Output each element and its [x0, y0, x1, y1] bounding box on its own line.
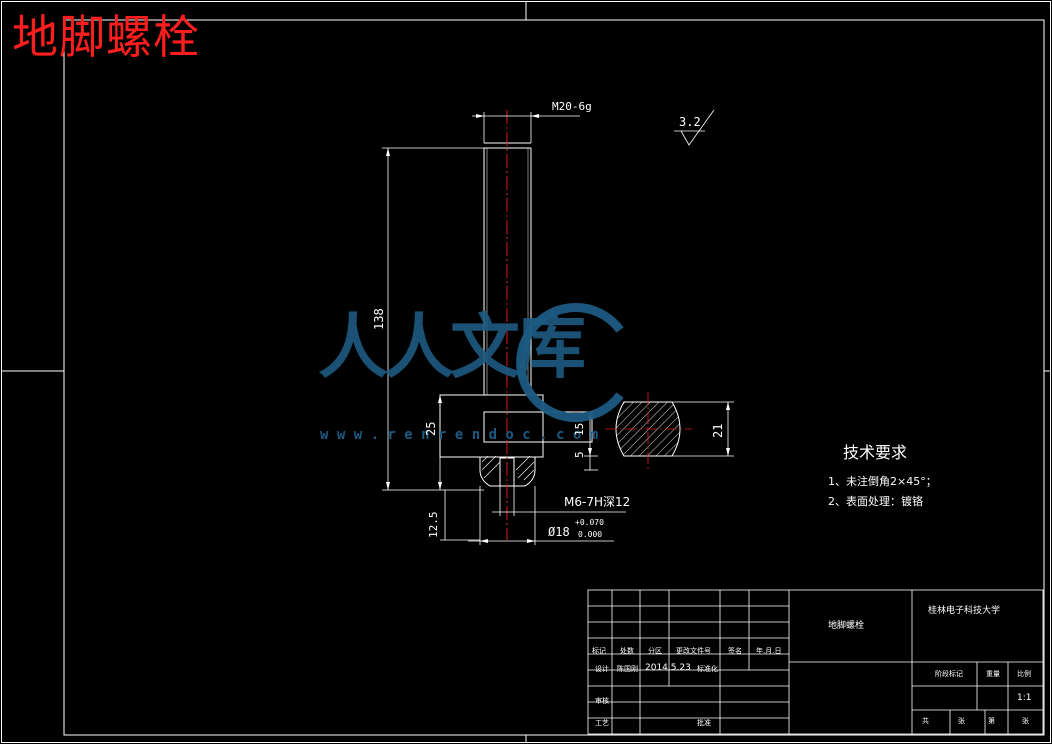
tb-label-count: 处数 [620, 647, 634, 655]
tb-review-label: 审核 [595, 697, 609, 705]
tb-label-sign: 签名 [728, 647, 742, 655]
dim-length-total: 138 [372, 308, 386, 330]
dimension-arrows [386, 114, 730, 543]
dim-thread: M20-6g [552, 100, 592, 113]
dim-roughness: 3.2 [679, 115, 701, 129]
tb-sheet-unit-2: 张 [1022, 717, 1029, 725]
dim-inner-thread: M6-7H深12 [564, 495, 631, 509]
tb-date: 2014.5.23 [645, 663, 691, 673]
tb-sheet-unit-1: 张 [958, 717, 965, 725]
tb-scale-label: 比例 [1017, 670, 1031, 678]
drawing-title: 地脚螺栓 [12, 10, 200, 64]
tb-designer-label: 设计 [595, 665, 609, 673]
watermark-url: w w w . r e n r e n d o c . c o m [320, 427, 599, 443]
tb-designer: 陈国刚 [617, 665, 638, 673]
tb-school: 桂林电子科技大学 [928, 606, 1001, 616]
dim-12-5: 12.5 [427, 511, 440, 539]
tb-label-date: 年.月.日 [756, 647, 782, 655]
dim-tol-lower: 0.000 [578, 530, 603, 539]
tb-part-name: 地脚螺栓 [828, 621, 865, 631]
tb-sheet-total: 共 [922, 717, 929, 725]
watermark-logo [516, 303, 624, 422]
tb-label-zone: 分区 [648, 647, 662, 655]
dim-tol-upper: +0.070 [575, 518, 604, 527]
tb-approve-label: 批准 [697, 719, 711, 727]
tb-stage-label: 阶段标记 [935, 670, 963, 678]
tb-standard-label: 标准化 [697, 665, 718, 673]
boss-hatch [481, 455, 535, 481]
dim-5: 5 [573, 451, 586, 458]
tb-scale: 1:1 [1017, 693, 1032, 703]
section-view [605, 392, 692, 470]
dim-diameter: Ø18 [548, 525, 570, 539]
inner-frame [63, 19, 1045, 736]
tb-sheet-no: 第 [988, 717, 995, 725]
requirements-heading: 技术要求 [843, 443, 908, 462]
tb-craft-label: 工艺 [595, 719, 609, 727]
dim-21: 21 [711, 423, 725, 438]
dim-15: 15 [573, 422, 586, 436]
requirement-item-1: 1、未注倒角2×45°； [828, 475, 937, 488]
tb-label-mark: 标记 [592, 647, 606, 655]
tb-label-change: 更改文件号 [676, 647, 711, 655]
title-block [587, 589, 1044, 735]
watermark-brand: 人人文库 [318, 306, 586, 388]
requirement-item-2: 2、表面处理：镀铬 [828, 495, 923, 508]
dim-head-height: 25 [424, 421, 438, 436]
tb-weight-label: 重量 [986, 670, 1000, 678]
